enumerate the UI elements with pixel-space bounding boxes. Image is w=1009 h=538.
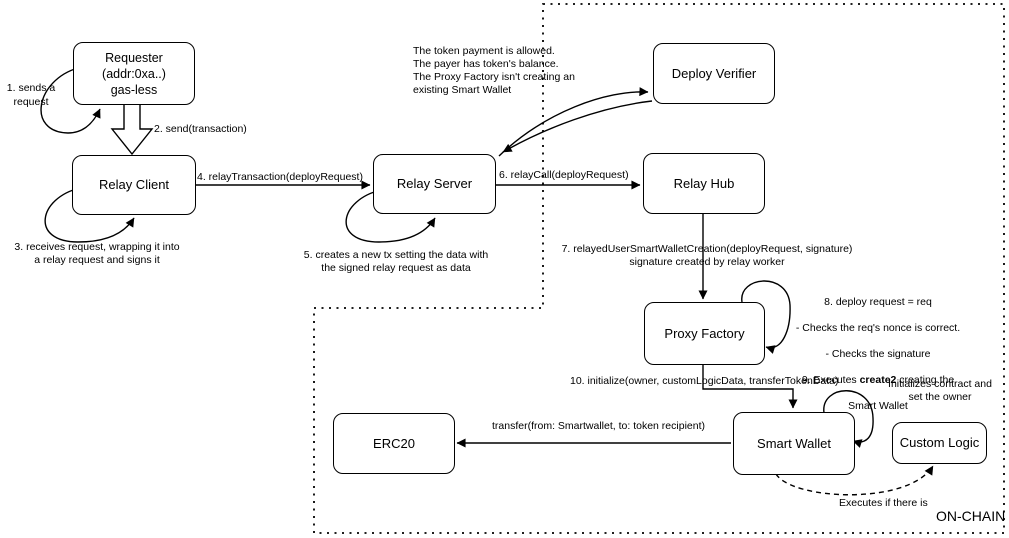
arrow-server-to-verifier [498, 87, 649, 157]
label-step1: 1. sends a request [6, 82, 56, 108]
node-smart-wallet: Smart Wallet [733, 412, 855, 475]
label-step8-9: 8. deploy request = req - Checks the req… [780, 283, 976, 426]
label-transfer: transfer(from: Smartwallet, to: token re… [492, 420, 705, 432]
arrow-send-transaction-block [110, 103, 154, 156]
label-initializes-note: Initializes contract and set the owner [888, 378, 992, 403]
arrow-relay-client-self-loop [44, 187, 135, 243]
arrow-verifier-to-server [502, 100, 653, 153]
label-step8-line3: - Checks the signature [825, 348, 931, 360]
node-relay-client: Relay Client [72, 155, 196, 215]
label-step2: 2. send(transaction) [154, 123, 247, 135]
onchain-region-border [313, 3, 1005, 534]
node-erc20: ERC20 [333, 413, 455, 474]
node-relay-server: Relay Server [373, 154, 496, 214]
node-relay-hub: Relay Hub [643, 153, 765, 214]
label-step9-post: creating the [896, 374, 955, 386]
label-step7: 7. relayedUserSmartWalletCreation(deploy… [561, 243, 853, 268]
label-step8-line1: 8. deploy request = req [824, 296, 932, 308]
label-step9-create2: create2 [859, 374, 897, 386]
label-step5: 5. creates a new tx setting the data wit… [303, 249, 489, 274]
arrow-smart-wallet-self-loop [823, 390, 874, 448]
label-step9-pre: 9. Executes [801, 374, 860, 386]
label-step9-line2: Smart Wallet [848, 400, 908, 412]
label-verifier-note: The token payment is allowed. The payer … [413, 45, 575, 96]
node-custom-logic: Custom Logic [892, 422, 987, 464]
label-step4: 4. relayTransaction(deployRequest) [197, 171, 363, 183]
label-executes-note: Executes if there is [839, 497, 928, 509]
label-step6: 6. relayCall(deployRequest) [499, 169, 629, 181]
arrow-requester-self-loop [40, 67, 101, 134]
label-step8-line2: - Checks the req's nonce is correct. [795, 322, 961, 334]
node-deploy-verifier: Deploy Verifier [653, 43, 775, 104]
onchain-region-label: ON-CHAIN [936, 508, 1006, 524]
node-requester: Requester (addr:0xa..) gas-less [73, 42, 195, 105]
arrow-relay-server-self-loop [345, 189, 436, 243]
arrow-executes-custom-logic [775, 465, 934, 496]
label-step9-line1: 9. Executes create2 creating the [780, 374, 976, 387]
label-step3: 3. receives request, wrapping it into a … [14, 241, 180, 266]
arrow-proxy-factory-self-loop [741, 280, 791, 354]
node-proxy-factory: Proxy Factory [644, 302, 765, 365]
label-step10: 10. initialize(owner, customLogicData, t… [570, 375, 839, 387]
arrow-initialize [702, 363, 798, 409]
